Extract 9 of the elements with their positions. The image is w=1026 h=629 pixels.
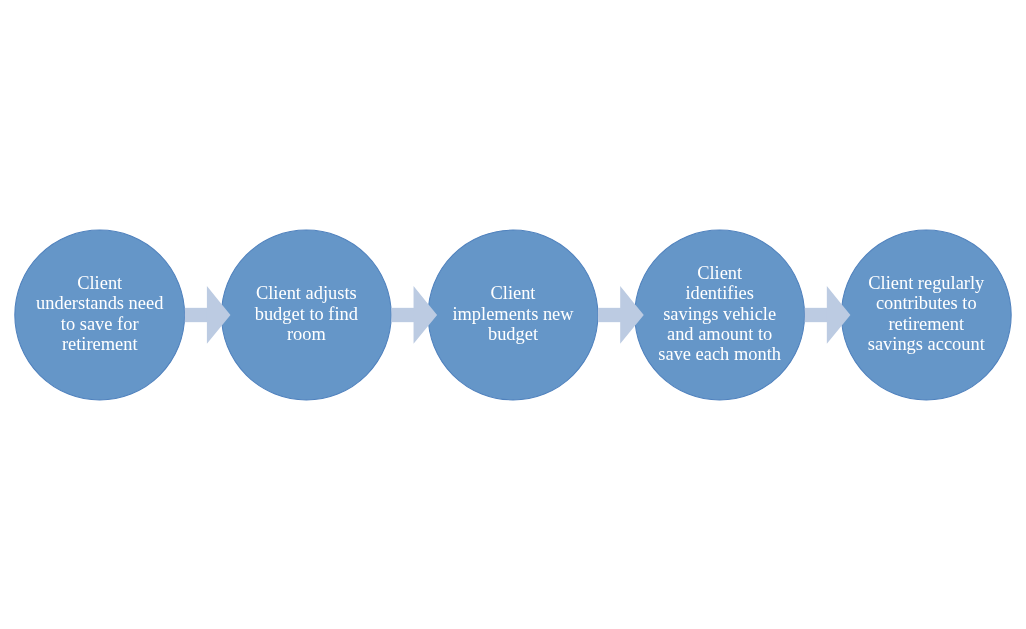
arrow xyxy=(598,285,644,344)
node-circle: Client understands need to save for retirement xyxy=(14,229,186,400)
node-circle: Client regularly contributes to retirement savings account xyxy=(840,229,1012,400)
arrow xyxy=(391,285,438,344)
node-circle: Client implements new budget xyxy=(427,229,599,400)
node-circle: Client adjusts budget to find room xyxy=(220,229,392,400)
arrow xyxy=(804,285,851,344)
arrow xyxy=(184,285,231,344)
node-circle: Client identifies savings vehicle and amount to save each month xyxy=(634,229,806,400)
